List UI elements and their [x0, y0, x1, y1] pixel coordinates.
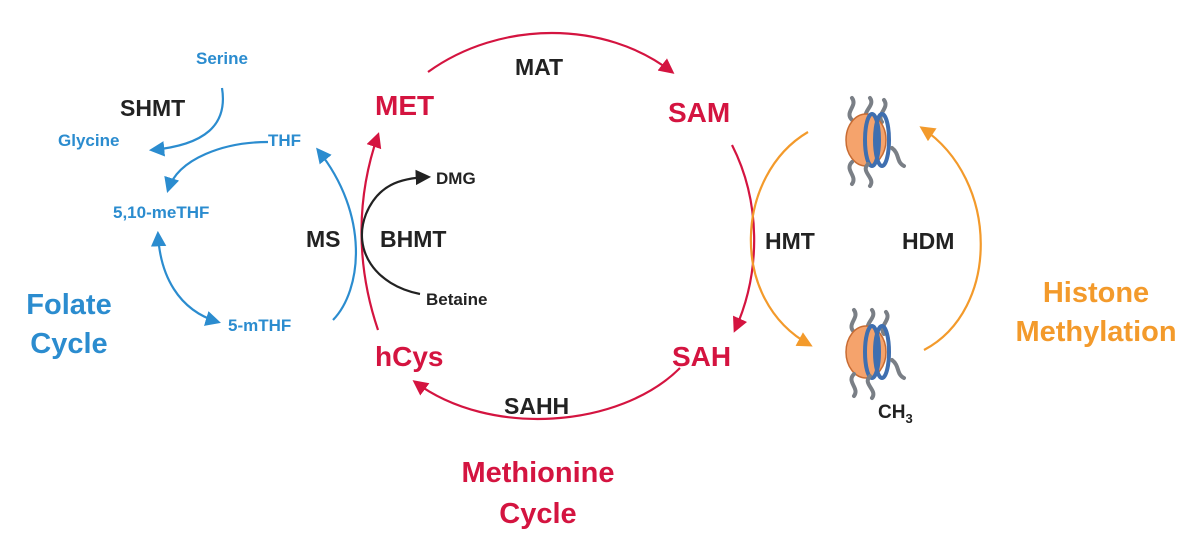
methionine-cycle-arrows: [360, 32, 756, 421]
folate-cycle-arrows: [148, 87, 358, 326]
betaine-label: Betaine: [426, 290, 487, 309]
ch3-label: CH3: [878, 402, 913, 426]
thf-label: THF: [268, 131, 301, 150]
sam-to-sah-arrow: [731, 144, 756, 333]
sah-label: SAH: [672, 341, 731, 372]
hmt-label: HMT: [765, 228, 815, 254]
methionine-cycle-title-line1: Methionine: [461, 457, 614, 489]
met-label: MET: [375, 90, 434, 121]
histone-tail: [849, 308, 858, 334]
ch3-subscript: 3: [905, 411, 912, 426]
ch3-base: CH: [878, 402, 905, 423]
histone-tail: [878, 98, 888, 124]
shmt-label: SHMT: [120, 95, 185, 121]
folate-cycle-title-line1: Folate: [26, 289, 111, 321]
histone-tail: [865, 374, 876, 400]
histone-tail: [880, 310, 890, 336]
thf-to-methf-arrow: [164, 140, 269, 193]
hmt-arrow: [749, 131, 813, 347]
histone-cycle-arrows: [749, 126, 982, 351]
hdm-label: HDM: [902, 228, 954, 254]
met-to-sam-arrow: [427, 32, 675, 74]
dmg-label: DMG: [436, 169, 476, 188]
betaine-to-dmg-arrow: [360, 169, 432, 296]
hcys-to-met-arrow: [360, 132, 382, 331]
hcys-label: hCys: [375, 341, 443, 372]
glycine-label: Glycine: [58, 131, 119, 150]
methf-mthf-arrow: [150, 230, 221, 326]
mthf-label: 5-mTHF: [228, 316, 291, 335]
mat-label: MAT: [515, 54, 563, 80]
sahh-label: SAHH: [504, 393, 569, 419]
sah-to-hcys-arrow: [412, 367, 681, 421]
bhmt-label: BHMT: [380, 226, 446, 252]
folate-cycle-title-line2: Cycle: [30, 328, 107, 360]
nucleosome-unmethylated: [845, 96, 906, 188]
methionine-cycle-title-line2: Cycle: [499, 498, 576, 530]
histone-tail: [847, 160, 856, 186]
histone-tail: [863, 162, 874, 188]
dna-wrap: [863, 112, 881, 168]
mthf-to-thf-arrow: [316, 147, 358, 321]
nucleosome-methylated: [845, 308, 906, 400]
dna-wrap: [863, 324, 881, 380]
dna-wrap: [873, 324, 891, 380]
serine-label: Serine: [196, 49, 248, 68]
histone-tail: [849, 372, 858, 398]
ms-label: MS: [306, 226, 341, 252]
histone-tail: [890, 146, 906, 168]
dna-wrap: [873, 112, 891, 168]
methf-label: 5,10-meTHF: [113, 203, 209, 222]
hdm-arrow: [919, 126, 982, 351]
sam-label: SAM: [668, 97, 730, 128]
serine-to-glycine-arrow: [148, 87, 224, 157]
histone-tail: [847, 96, 856, 122]
histone-tail: [890, 358, 906, 380]
histone-methylation-title-line2: Methylation: [1015, 316, 1176, 348]
histone-methylation-title-line1: Histone: [1043, 277, 1149, 309]
